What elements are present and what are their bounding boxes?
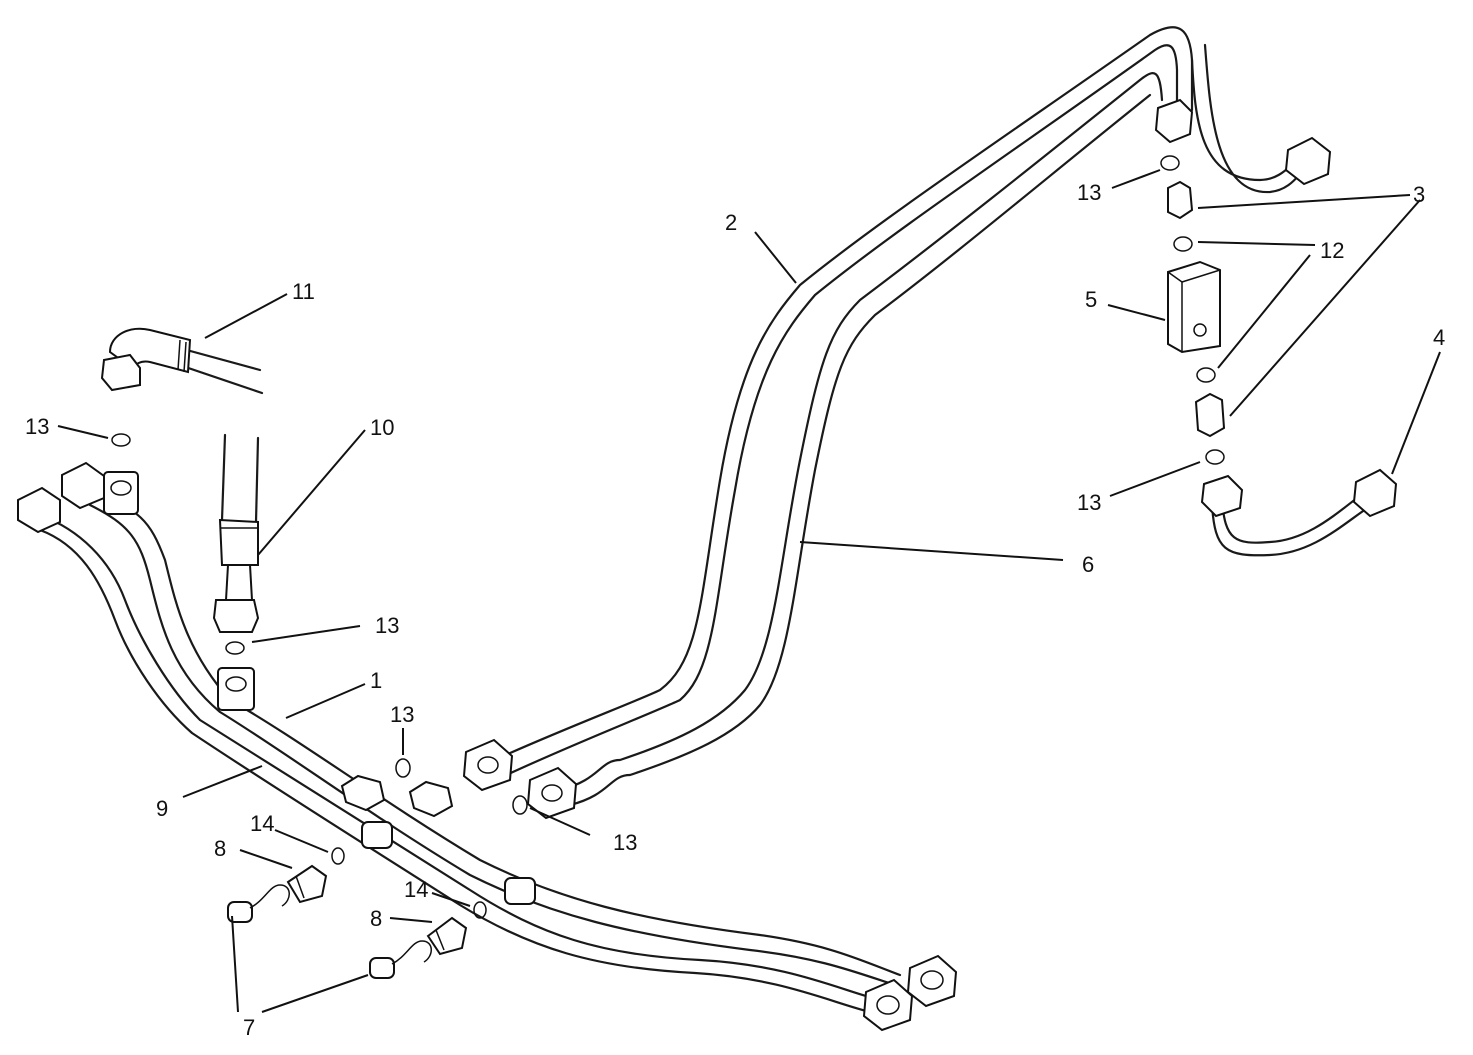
adapter-hose-11 xyxy=(103,471,139,515)
adapter-3-lower xyxy=(1194,392,1226,438)
callout-6: 6 xyxy=(1082,552,1094,577)
callout-13-upper-right: 13 xyxy=(1077,180,1101,205)
nut-tube-4-left xyxy=(1200,474,1244,518)
dust-cap-7-left xyxy=(227,884,290,923)
callout-13-lower-right: 13 xyxy=(1077,490,1101,515)
nut-tube-1-left xyxy=(61,461,105,510)
fittings xyxy=(17,98,1398,1032)
tube-4 xyxy=(1210,490,1374,557)
callout-7: 7 xyxy=(243,1015,255,1040)
nut-tube-9-left xyxy=(17,486,61,534)
callout-2: 2 xyxy=(725,210,737,235)
callout-8-left: 8 xyxy=(214,836,226,861)
callout-14-right: 14 xyxy=(404,877,428,902)
test-port-right xyxy=(504,877,536,905)
adapter-hose-10 xyxy=(217,667,255,711)
test-coupling-8-right xyxy=(426,916,468,956)
hose-10 xyxy=(212,433,260,633)
callout-12: 12 xyxy=(1320,238,1344,263)
callout-13-tube2: 13 xyxy=(390,702,414,727)
test-coupling-8-left xyxy=(286,864,328,904)
leader-lines xyxy=(57,169,1441,1013)
nut-tube-4-right xyxy=(1352,468,1398,518)
callout-10: 10 xyxy=(370,415,394,440)
nut-tube-2-lower xyxy=(462,738,514,792)
adapter-3-upper xyxy=(1167,180,1194,220)
nut-tube-2-right xyxy=(1284,136,1332,186)
nut-tube-6-lower xyxy=(526,766,578,820)
callout-labels: 1 2 3 4 5 6 7 8 8 9 10 11 12 13 13 13 13… xyxy=(25,180,1445,1040)
nut-tube-9-right xyxy=(862,978,914,1032)
callout-1: 1 xyxy=(370,668,382,693)
o-rings xyxy=(111,155,1225,919)
callout-13-hose10: 13 xyxy=(375,613,399,638)
callout-14-left: 14 xyxy=(250,811,274,836)
adapter-tube-1-right xyxy=(408,780,454,818)
test-port-left xyxy=(361,821,393,849)
valve-block-5 xyxy=(1167,260,1221,354)
nut-tube-2-upper xyxy=(1154,98,1194,144)
callout-11: 11 xyxy=(292,279,315,304)
callout-5: 5 xyxy=(1085,287,1097,312)
tube-1 xyxy=(88,488,902,987)
callout-4: 4 xyxy=(1433,325,1445,350)
callout-9: 9 xyxy=(156,796,168,821)
callout-3: 3 xyxy=(1413,182,1425,207)
adapter-tube-1-left xyxy=(340,774,386,812)
callout-8-right: 8 xyxy=(370,906,382,931)
dust-cap-7-right xyxy=(369,940,432,979)
tube-6 xyxy=(558,72,1164,807)
callout-13-hose11: 13 xyxy=(25,414,49,439)
nut-tube-1-right xyxy=(906,954,958,1008)
hose-11 xyxy=(100,327,264,395)
tube-2 xyxy=(488,26,1308,780)
callout-13-tube6: 13 xyxy=(613,830,637,855)
